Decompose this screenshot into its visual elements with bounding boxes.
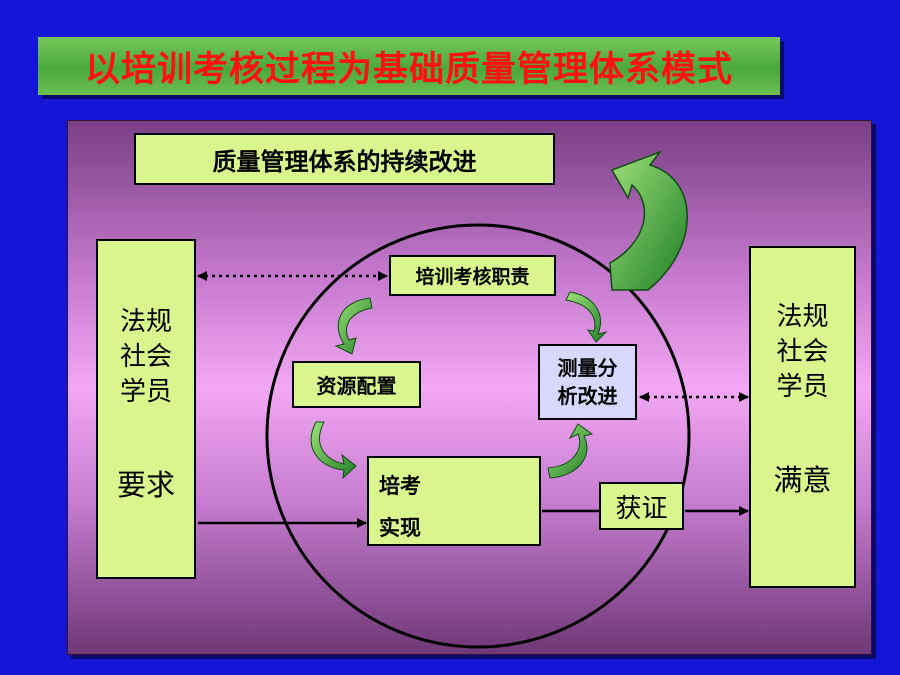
title-bar: 以培训考核过程为基础质量管理体系模式 [38, 37, 780, 95]
resources-box: 资源配置 [292, 361, 421, 408]
diagram-panel [67, 120, 872, 655]
left-label-society: 社会 [119, 342, 172, 372]
cycle-arrow-icon [547, 423, 594, 479]
left-label-trainees: 学员 [119, 377, 172, 407]
right-label-society: 社会 [776, 337, 829, 367]
page-title: 以培训考核过程为基础质量管理体系模式 [84, 48, 733, 90]
left-label-regulations: 法规 [119, 307, 172, 337]
realization-label-line2: 实现 [379, 515, 421, 540]
right-satisfaction-column: 法规 社会 学员 满意 [749, 246, 856, 588]
certification-label: 获证 [615, 493, 668, 524]
certification-box: 获证 [599, 482, 684, 530]
continual-improvement-label: 质量管理体系的持续改进 [212, 146, 477, 176]
cycle-arrow-icon [310, 421, 357, 480]
continual-improvement-box: 质量管理体系的持续改进 [134, 133, 555, 185]
responsibility-box: 培训考核职责 [389, 255, 556, 296]
right-label-satisfaction: 满意 [773, 463, 832, 497]
process-cycle-circle [265, 223, 691, 649]
resources-label: 资源配置 [316, 374, 397, 398]
left-label-requirements: 要求 [116, 468, 175, 502]
realization-box: 培考 实现 [367, 456, 541, 546]
continual-improvement-arrow-icon [609, 150, 688, 291]
realization-label-line1: 培考 [379, 473, 421, 498]
cycle-arrow-icon [565, 291, 608, 343]
responsibility-label: 培训考核职责 [415, 266, 530, 288]
cycle-arrow-icon [334, 297, 373, 355]
right-label-trainees: 学员 [776, 372, 829, 402]
measurement-label-line2: 析改进 [557, 384, 618, 408]
right-label-regulations: 法规 [776, 302, 829, 332]
measurement-label-line1: 测量分 [557, 356, 618, 380]
measurement-box: 测量分 析改进 [538, 344, 637, 420]
left-requirements-column: 法规 社会 学员 要求 [96, 239, 196, 579]
